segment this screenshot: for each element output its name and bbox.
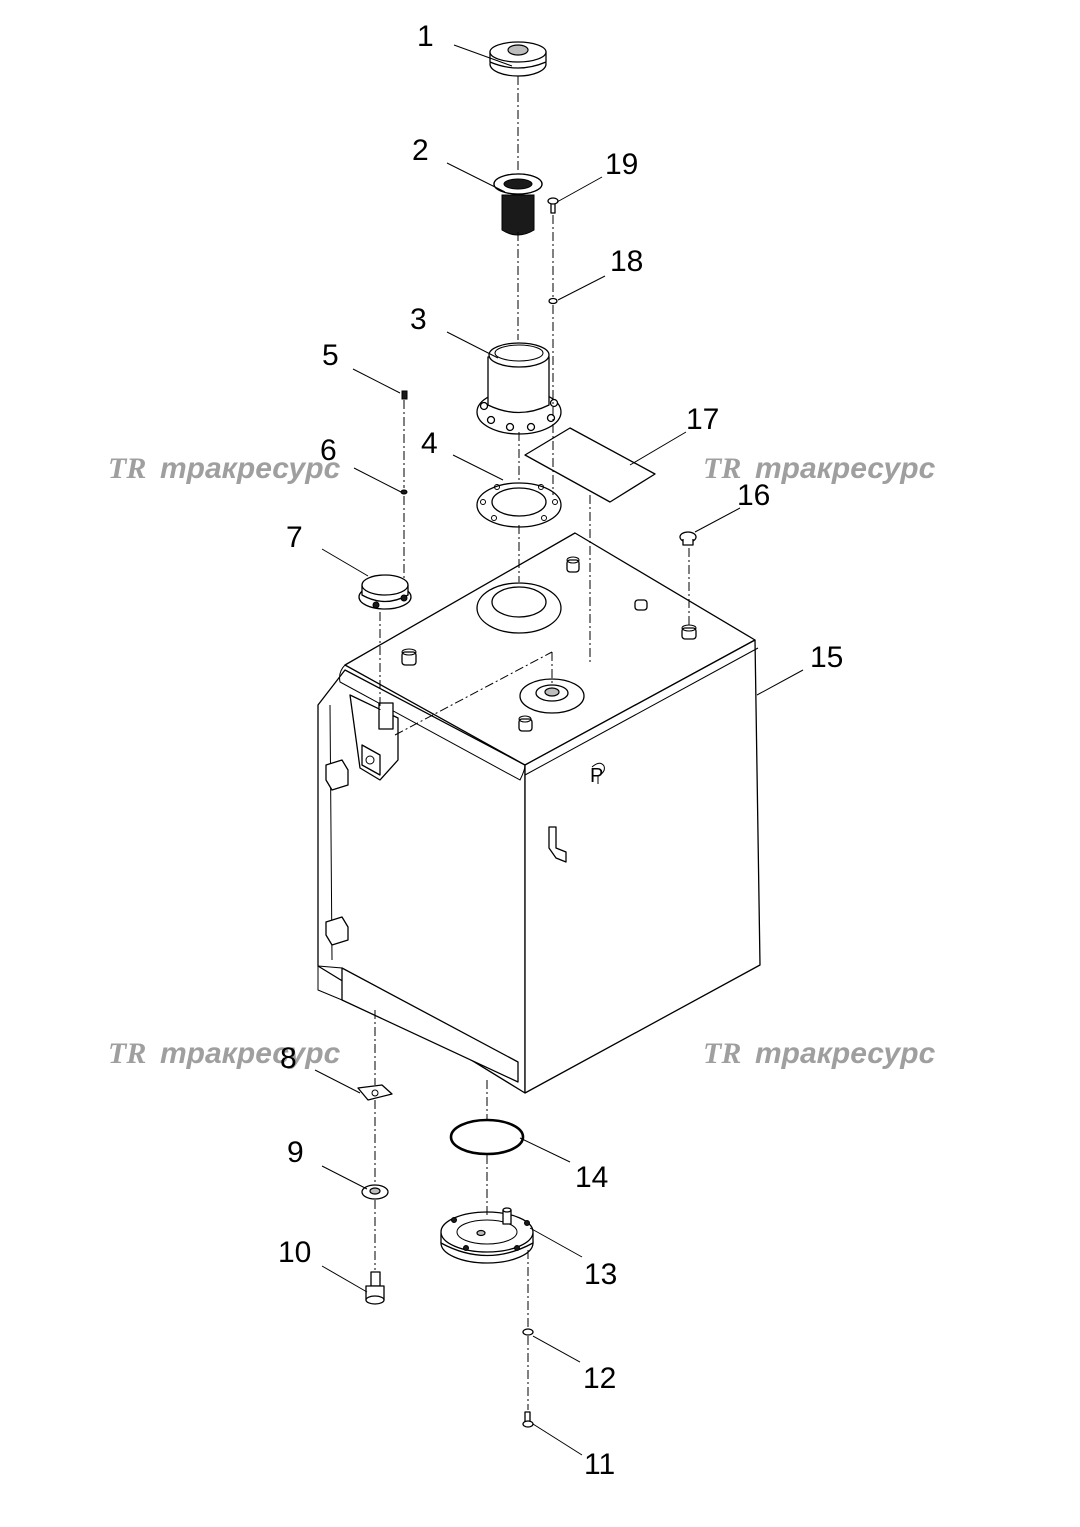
watermark-logo: TR	[703, 452, 741, 485]
part-9-washer	[361, 1184, 389, 1200]
part-6-washer	[400, 489, 408, 495]
part-12-washer	[522, 1328, 534, 1336]
callout-3: 3	[410, 303, 427, 336]
callout-9: 9	[287, 1136, 304, 1169]
callout-10: 10	[278, 1236, 311, 1269]
part-3-filler-neck	[476, 342, 562, 435]
callout-12: 12	[583, 1362, 616, 1395]
callout-6: 6	[320, 434, 337, 467]
callout-2: 2	[412, 134, 429, 167]
watermark-text: трак­ресурс	[160, 452, 341, 485]
assembly-axes	[374, 76, 690, 1410]
callout-19: 19	[605, 148, 638, 181]
callout-4: 4	[421, 427, 438, 460]
watermark-logo: TR	[108, 1037, 146, 1070]
part-2-strainer	[493, 173, 543, 236]
watermark-text: трак­ресурс	[755, 1037, 936, 1070]
watermark-logo: TR	[703, 1037, 741, 1070]
callout-1: 1	[417, 20, 434, 53]
callout-17: 17	[686, 403, 719, 436]
part-4-gasket	[476, 482, 562, 528]
watermark-bottom-left: TR трак­ресурс	[108, 1037, 341, 1070]
part-19-screw	[547, 197, 559, 214]
callout-14: 14	[575, 1161, 608, 1194]
watermark-top-right: TR трак­ресурс	[703, 452, 936, 485]
watermark-bottom-right: TR трак­ресурс	[703, 1037, 936, 1070]
callout-11: 11	[584, 1448, 615, 1481]
callout-15: 15	[810, 641, 843, 674]
watermark-top-left: TR трак­ресурс	[108, 452, 341, 485]
watermark-text: трак­ресурс	[755, 452, 936, 485]
callout-8: 8	[280, 1042, 297, 1075]
callout-16: 16	[737, 479, 770, 512]
part-7-breather	[358, 574, 412, 610]
part-17-label-plate	[524, 427, 656, 503]
part-18-washer	[548, 297, 558, 305]
tank-mark: P	[590, 765, 603, 787]
part-13-bottom-cover	[440, 1207, 534, 1264]
leader-lines	[314, 44, 804, 1456]
part-11-screw	[522, 1411, 534, 1428]
callout-numbers: 1 2 3 4 5 6 7 8 9 10 11 12 13 14 15 16 1…	[278, 20, 843, 1481]
part-14-o-ring	[449, 1118, 525, 1156]
callout-7: 7	[286, 521, 303, 554]
callout-18: 18	[610, 245, 643, 278]
watermark-logo: TR	[108, 452, 146, 485]
callout-5: 5	[322, 339, 339, 372]
callout-13: 13	[584, 1258, 617, 1291]
part-5-screw	[401, 390, 408, 400]
part-16-plug	[679, 531, 697, 546]
part-8-clip	[357, 1084, 393, 1101]
watermark-text: трак­ресурс	[160, 1037, 341, 1070]
part-10-bolt	[365, 1271, 385, 1305]
part-1-cap	[489, 41, 547, 77]
tank-body: P	[317, 532, 761, 1094]
